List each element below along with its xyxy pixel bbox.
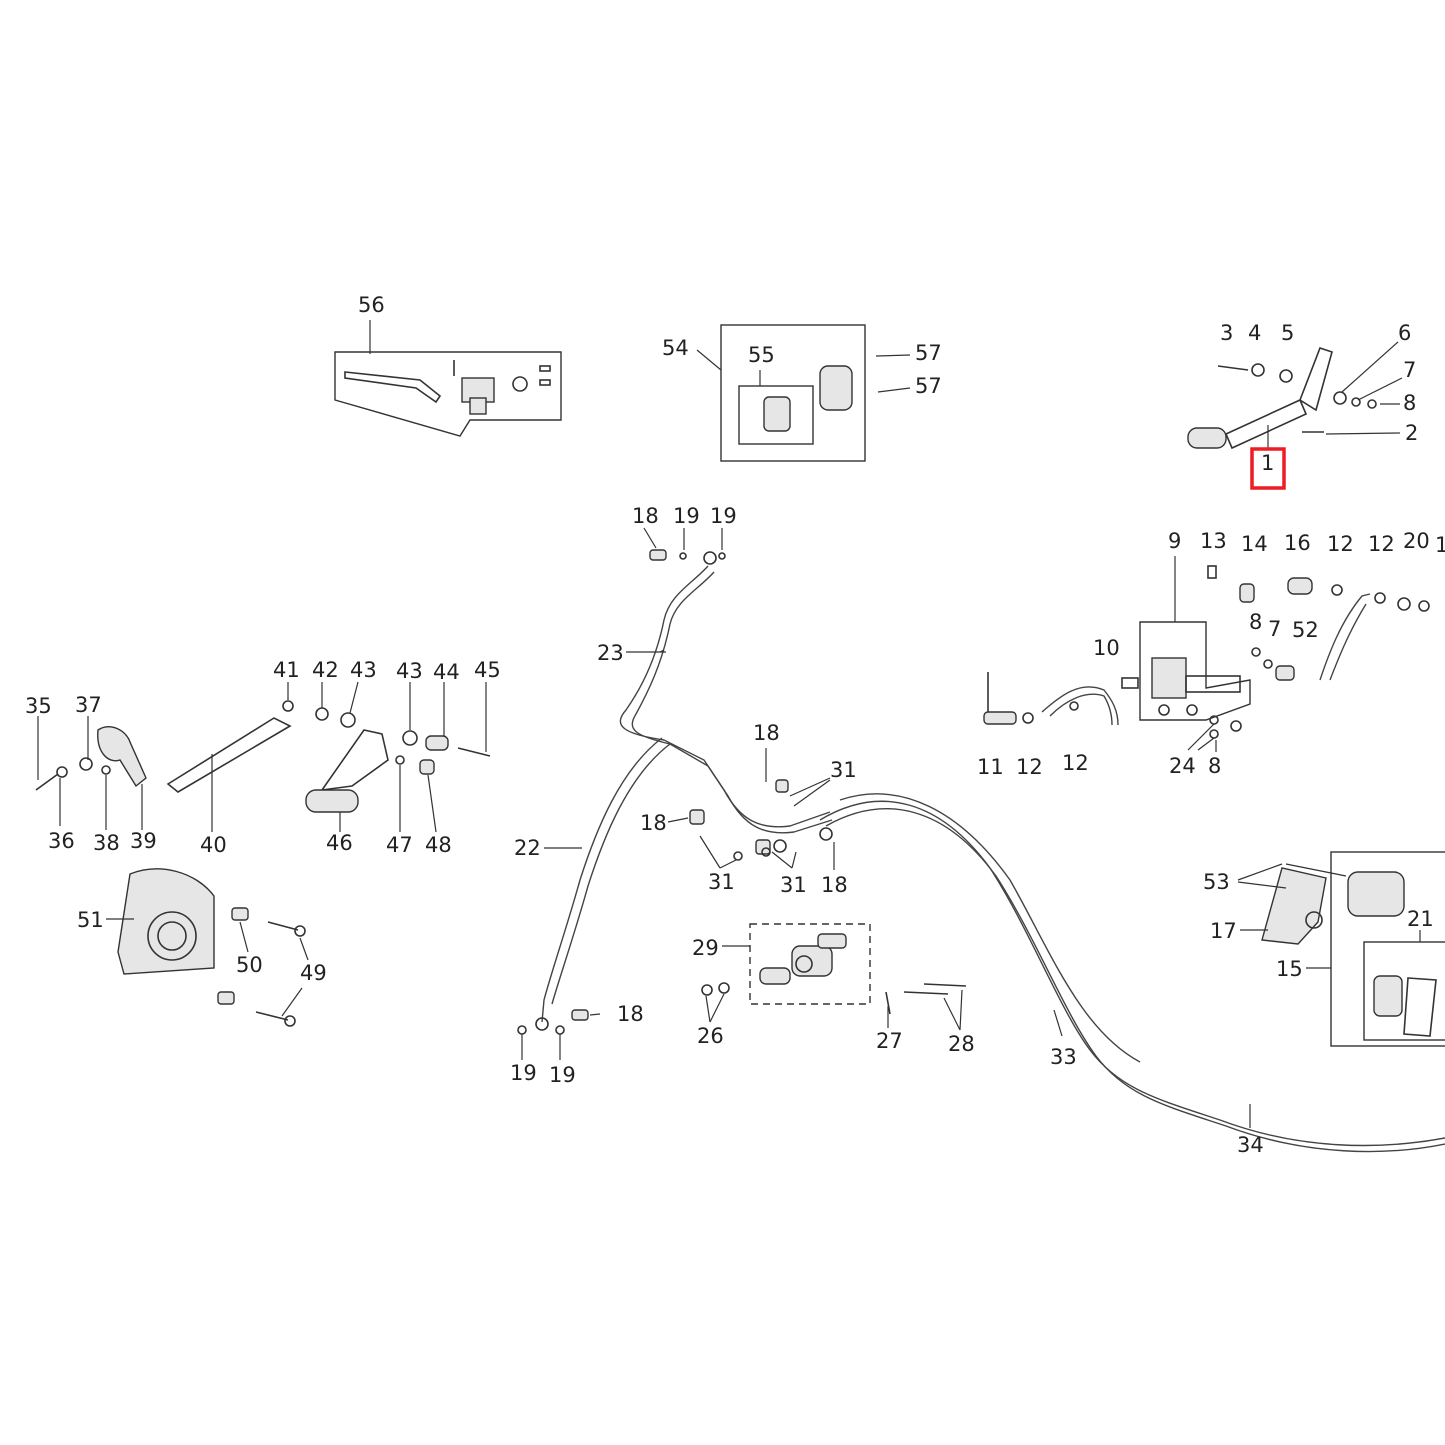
callout-26: 26 xyxy=(697,1024,724,1048)
callout-47: 47 xyxy=(386,833,413,857)
callout-18: 18 xyxy=(640,811,667,835)
callout-7: 7 xyxy=(1268,617,1281,641)
callout-45: 45 xyxy=(474,658,501,682)
callout-57: 57 xyxy=(915,374,942,398)
callout-18: 18 xyxy=(821,873,848,897)
callout-55: 55 xyxy=(748,343,775,367)
callout-2: 2 xyxy=(1405,421,1418,445)
callout-12: 12 xyxy=(1327,532,1354,556)
brake-pedal-group xyxy=(1187,341,1403,450)
callout-8: 8 xyxy=(1403,391,1416,415)
callout-28: 28 xyxy=(948,1032,975,1056)
callout-18: 18 xyxy=(617,1002,644,1026)
callout-42: 42 xyxy=(312,658,339,682)
callout-24: 24 xyxy=(1169,754,1196,778)
caliper-bracket-group xyxy=(106,868,309,1027)
callout-6: 6 xyxy=(1398,321,1411,345)
callout-17: 17 xyxy=(1210,919,1237,943)
callout-31: 31 xyxy=(830,758,857,782)
callout-9: 9 xyxy=(1168,529,1181,553)
caliper-pad-group xyxy=(696,324,911,462)
callout-22: 22 xyxy=(514,836,541,860)
valve-group xyxy=(701,923,967,1031)
callout-53: 53 xyxy=(1203,870,1230,894)
callout-8: 8 xyxy=(1208,754,1221,778)
callout-12: 12 xyxy=(1062,751,1089,775)
callout-5: 5 xyxy=(1281,321,1294,345)
callout-51: 51 xyxy=(77,908,104,932)
master-cylinder-group xyxy=(983,556,1430,752)
callout-29: 29 xyxy=(692,936,719,960)
callout-38: 38 xyxy=(93,831,120,855)
callout-35: 35 xyxy=(25,694,52,718)
callout-39: 39 xyxy=(130,829,157,853)
callout-31: 31 xyxy=(780,873,807,897)
callout-4: 4 xyxy=(1248,321,1261,345)
brake-hose-group xyxy=(517,527,1445,1153)
callout-27: 27 xyxy=(876,1029,903,1053)
callout-19: 19 xyxy=(710,504,737,528)
callout-1-edge: 1 xyxy=(1435,533,1445,557)
callout-13: 13 xyxy=(1200,529,1227,553)
shift-linkage-group xyxy=(35,681,491,833)
callout-19: 19 xyxy=(510,1061,537,1085)
callout-44: 44 xyxy=(433,660,460,684)
callout-52: 52 xyxy=(1292,618,1319,642)
callout-50: 50 xyxy=(236,953,263,977)
callout-43: 43 xyxy=(350,658,377,682)
callout-3: 3 xyxy=(1220,321,1233,345)
callout-31: 31 xyxy=(708,870,735,894)
callout-54: 54 xyxy=(662,336,689,360)
callout-43: 43 xyxy=(396,659,423,683)
callout-46: 46 xyxy=(326,831,353,855)
callout-19: 19 xyxy=(673,504,700,528)
callout-23: 23 xyxy=(597,641,624,665)
callout-11: 11 xyxy=(977,755,1004,779)
callout-57: 57 xyxy=(915,341,942,365)
callout-34: 34 xyxy=(1237,1133,1264,1157)
callout-19: 19 xyxy=(549,1063,576,1087)
callout-33: 33 xyxy=(1050,1045,1077,1069)
callout-12: 12 xyxy=(1368,532,1395,556)
callout-41: 41 xyxy=(273,658,300,682)
callout-20: 20 xyxy=(1403,529,1430,553)
rear-caliper-group xyxy=(1237,851,1445,1047)
callout-8: 8 xyxy=(1249,610,1262,634)
callout-21: 21 xyxy=(1407,907,1434,931)
callout-15: 15 xyxy=(1276,957,1303,981)
callout-56: 56 xyxy=(358,293,385,317)
callout-1: 1 xyxy=(1261,451,1274,475)
callout-36: 36 xyxy=(48,829,75,853)
callout-12: 12 xyxy=(1016,755,1043,779)
callout-7: 7 xyxy=(1403,358,1416,382)
callout-37: 37 xyxy=(75,693,102,717)
callout-18: 18 xyxy=(632,504,659,528)
callout-10: 10 xyxy=(1093,636,1120,660)
lever-assembly-group xyxy=(334,320,562,437)
callout-18: 18 xyxy=(753,721,780,745)
callout-40: 40 xyxy=(200,833,227,857)
callout-16: 16 xyxy=(1284,531,1311,555)
callout-48: 48 xyxy=(425,833,452,857)
highlight-box-part-1 xyxy=(1250,447,1286,490)
callout-labels: 56 54 55 57 57 3 4 5 6 7 8 2 1 9 13 14 1… xyxy=(25,293,1445,1157)
callout-49: 49 xyxy=(300,961,327,985)
callout-14: 14 xyxy=(1241,532,1268,556)
